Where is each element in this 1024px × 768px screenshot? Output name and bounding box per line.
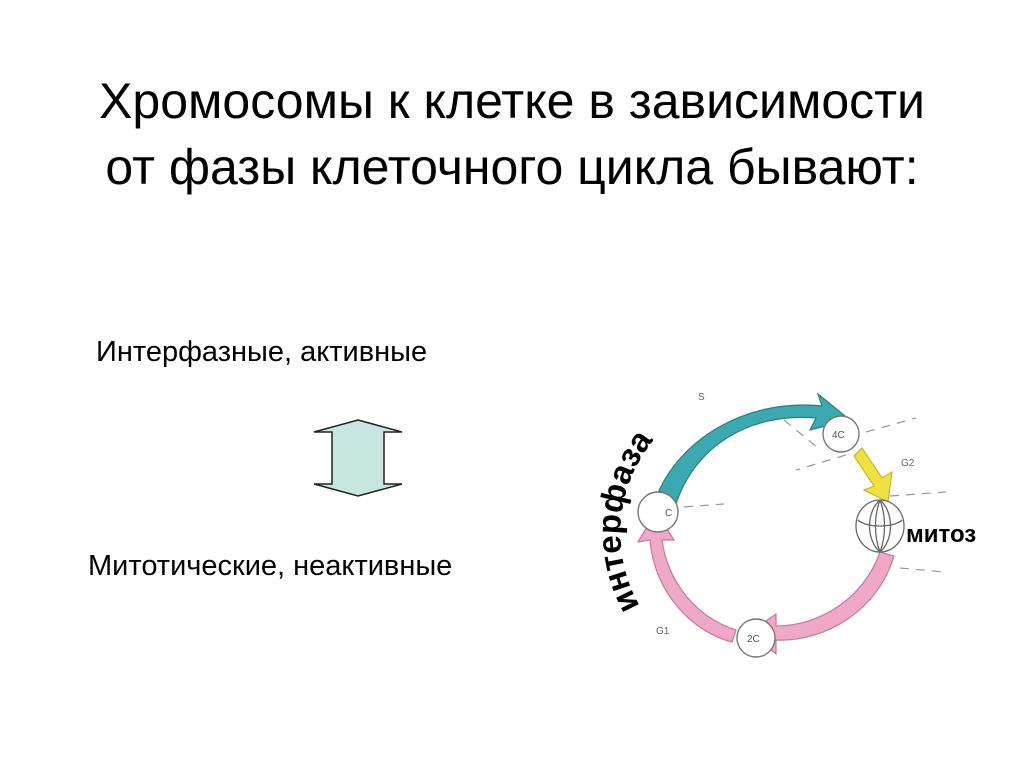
node-2c: 2C (736, 618, 776, 658)
node-2c-label: 2C (747, 634, 760, 645)
slide-title: Хромосомы к клетке в зависимости от фазы… (0, 68, 1024, 200)
phase-s-label: S (698, 392, 705, 403)
guide-lines (667, 417, 947, 573)
cell-cycle-diagram: C 4C 2C S G2 G1 интерфаза митоз (596, 392, 976, 658)
title-line-1: Хромосомы к клетке в зависимости (99, 73, 925, 129)
g2-phase-arrow (853, 447, 893, 503)
node-c-label: C (665, 508, 672, 519)
title-line-2: от фазы клеточного цикла бывают: (105, 139, 919, 195)
s-phase-arrow (655, 392, 852, 505)
mitotic-inactive-label: Митотические, неактивные (88, 550, 453, 582)
node-c: C (637, 491, 679, 533)
interphase-active-label: Интерфазные, активные (96, 336, 428, 368)
mitosis-label: митоз (906, 521, 976, 548)
phase-g2-label: G2 (901, 458, 915, 469)
node-4c-label: 4C (832, 430, 845, 441)
node-4c: 4C (822, 415, 860, 453)
double-arrow-shape (313, 419, 403, 497)
mitotic-spindle-icon (855, 499, 905, 553)
phase-g1-label: G1 (656, 626, 670, 637)
double-arrow-icon (313, 419, 403, 497)
